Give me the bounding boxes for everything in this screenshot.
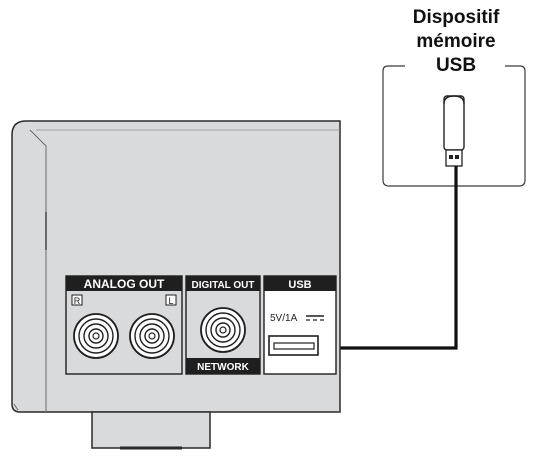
usb-port: [268, 335, 319, 356]
usb-section: USB 5V/1A: [263, 275, 337, 375]
analog-out-left-jack: [129, 313, 175, 359]
usb-cable: [318, 166, 458, 350]
dc-symbol-icon: [306, 315, 324, 321]
right-channel-label: R: [74, 296, 81, 306]
digital-out-section: DIGITAL OUT NETWORK: [185, 275, 261, 375]
usb-device-frame: [382, 65, 526, 187]
network-label: NETWORK: [197, 362, 249, 373]
analog-out-section: ANALOG OUT R L: [65, 275, 183, 375]
analog-out-right-jack: [73, 313, 119, 359]
digital-out-label: DIGITAL OUT: [192, 280, 255, 291]
device-callout: Dispositif mémoire USB: [382, 6, 530, 78]
usb-power-rating: 5V/1A: [270, 313, 298, 324]
analog-out-label: ANALOG OUT: [84, 277, 165, 291]
callout-line-3: USB: [435, 55, 477, 76]
player-foot: [91, 411, 211, 450]
callout-line-2: mémoire: [416, 31, 496, 52]
callout-line-1: Dispositif: [412, 7, 500, 28]
usb-label: USB: [288, 279, 311, 291]
usb-stick-icon: [443, 95, 465, 167]
digital-out-jack: [200, 307, 246, 353]
left-channel-label: L: [168, 296, 173, 306]
